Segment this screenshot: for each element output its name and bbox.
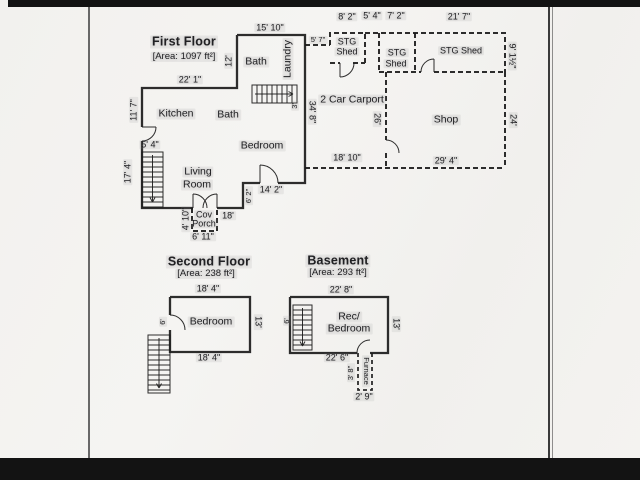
carport-shed-shop-walls <box>191 32 506 232</box>
dim-basement-top: 22' 8" <box>327 284 355 295</box>
dim-shed2-top: 7' 2" <box>385 10 407 21</box>
floor-title-basement: Basement <box>305 253 371 268</box>
dim-second-right: 13' <box>253 314 264 330</box>
dim-shop-bottom: 29' 4" <box>432 155 460 166</box>
basement-walls <box>288 295 390 355</box>
room-label-bath-upper: Bath <box>243 55 269 68</box>
floor-area-basement: [Area: 293 ft²] <box>307 267 369 279</box>
scan-top-bar <box>8 0 640 7</box>
dim-shop-right: 24' <box>508 112 519 128</box>
dim-bath-left: 12' <box>223 53 234 69</box>
dim-shed3-right: 9' 1½" <box>507 41 518 71</box>
door-arcs-outbuildings <box>339 58 435 154</box>
dim-basement-stairs: 6' <box>282 316 292 326</box>
room-label-carport: 2 Car Carport <box>318 93 386 106</box>
room-label-porch-line1: Cov <box>193 209 215 220</box>
dim-basement-right: 13' <box>391 316 402 332</box>
paper-right-edge-2 <box>552 7 553 458</box>
dim-furnace-left: 3' 8" <box>346 363 356 383</box>
room-label-kitchen: Kitchen <box>156 107 196 120</box>
door-arc-basement <box>356 339 371 354</box>
room-label-shed1-line2: Shed <box>334 46 360 57</box>
dim-shed3-top: 21' 7" <box>445 11 473 22</box>
room-label-shed1-line1: STG <box>335 36 359 47</box>
dim-carport-bottom: 18' 10" <box>331 152 363 163</box>
room-label-shop: Shop <box>431 113 461 126</box>
dim-shed-gap-top: 5' 4" <box>361 10 383 21</box>
scan-bottom-bar <box>0 458 640 480</box>
room-label-rec-line1: Rec/ <box>336 310 362 323</box>
dim-carport-shop-divider: 26' <box>372 111 383 127</box>
floor-area-second: [Area: 238 ft²] <box>175 268 237 280</box>
room-label-shed2-line2: Shed <box>383 58 409 69</box>
room-label-rec-line2: Bedroom <box>325 322 373 335</box>
room-label-laundry: Laundry <box>281 38 294 80</box>
dim-house-right: 34' 8" <box>307 98 318 126</box>
dim-stairs-width: 3' <box>290 101 300 111</box>
room-label-furnace: Furnace <box>361 355 371 387</box>
dim-basement-bottom: 22' 6" <box>323 352 351 363</box>
room-label-bedroom-second: Bedroom <box>187 315 235 328</box>
dim-house-gap: 5' 7" <box>308 35 328 45</box>
room-label-porch-line2: Porch <box>190 218 218 229</box>
dim-stairs-left: 17' 4" <box>122 158 133 186</box>
staircase-basement <box>292 304 313 351</box>
room-label-shed2-line1: STG <box>385 47 409 58</box>
room-label-living-line1: Living <box>182 165 214 178</box>
dim-second-top: 18' 4" <box>194 283 222 294</box>
room-label-bath-lower: Bath <box>215 108 241 121</box>
paper-left-edge <box>88 7 90 458</box>
room-label-shed3: STG Shed <box>437 45 485 56</box>
floor-title-second: Second Floor <box>165 254 253 269</box>
dim-bath-top: 15' 10" <box>254 22 286 33</box>
floor-title-first: First Floor <box>149 34 219 49</box>
staircase-first-floor-middle <box>251 84 298 104</box>
floor-area-first: [Area: 1097 ft²] <box>150 51 218 63</box>
dim-door-left: 5' 4" <box>139 139 161 150</box>
staircase-first-floor-left <box>141 151 164 208</box>
dim-kitchen-top: 22' 1" <box>176 74 204 85</box>
paper-right-edge <box>548 7 550 458</box>
room-label-living-line2: Room <box>180 178 214 191</box>
room-label-bedroom-first: Bedroom <box>238 139 286 152</box>
dim-furnace-bottom: 2' 9" <box>353 391 375 402</box>
dim-second-door: 6' <box>158 317 168 327</box>
dim-porch-bottom: 6' 11" <box>190 231 216 242</box>
door-arcs-first-floor <box>141 126 279 209</box>
staircase-second-floor <box>147 334 171 394</box>
door-arc-second-floor <box>169 314 186 331</box>
dim-second-bottom: 18' 4" <box>195 352 223 363</box>
furnace-room-walls <box>357 353 373 391</box>
dim-bottom-right: 18' <box>220 210 236 221</box>
first-floor-walls <box>140 33 307 210</box>
dim-kitchen-left: 11' 7" <box>128 97 139 123</box>
dim-shed1-top: 8' 2" <box>336 11 358 22</box>
dim-step: 6' 2" <box>244 186 254 206</box>
dim-bedroom-bottom: 14' 2" <box>257 184 285 195</box>
